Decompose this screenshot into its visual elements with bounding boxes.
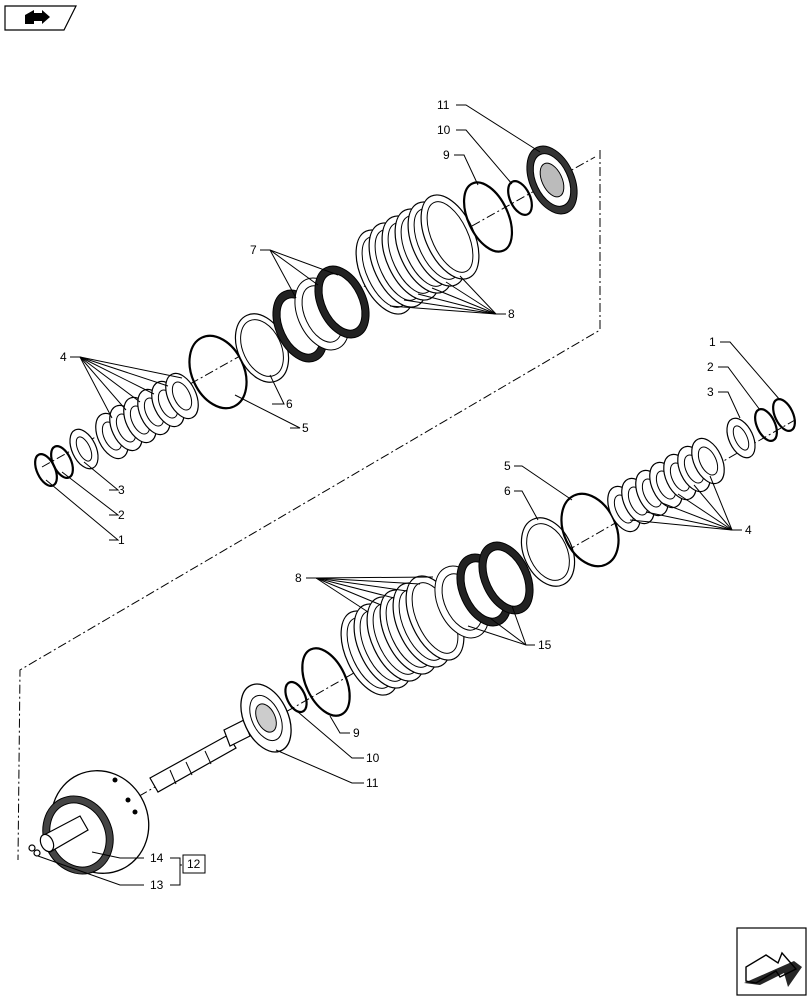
callout-4-upper: 4 bbox=[60, 350, 67, 364]
callout-1-lower: 1 bbox=[709, 335, 716, 349]
callout-1-upper: 1 bbox=[118, 533, 125, 547]
leader-lines bbox=[37, 104, 781, 886]
callout-3-lower: 3 bbox=[707, 385, 714, 399]
callout-11-upper: 11 bbox=[437, 98, 450, 112]
spring-stack-4-lower bbox=[607, 437, 725, 533]
callout-15: 15 bbox=[538, 638, 552, 652]
snap-ring-1-lower bbox=[772, 398, 796, 432]
callout-2-upper: 2 bbox=[118, 508, 125, 522]
o-ring-10-lower bbox=[284, 680, 308, 714]
callout-6-lower: 6 bbox=[504, 484, 511, 498]
callout-6-upper: 6 bbox=[286, 397, 293, 411]
steel-plates-8 bbox=[355, 194, 480, 315]
friction-discs-7 bbox=[272, 265, 370, 363]
callout-3-upper: 3 bbox=[118, 483, 125, 497]
clutch-drum-shaft bbox=[39, 719, 251, 875]
callout-12: 12 bbox=[187, 857, 201, 871]
callout-14: 14 bbox=[150, 851, 164, 865]
callout-2-lower: 2 bbox=[707, 360, 714, 374]
upper-assembly bbox=[34, 145, 578, 487]
steel-plates-8-lower bbox=[340, 575, 465, 696]
callout-9-lower: 9 bbox=[353, 726, 360, 740]
callout-7: 7 bbox=[250, 243, 257, 257]
callout-9-upper: 9 bbox=[443, 148, 450, 162]
callout-5-lower: 5 bbox=[504, 459, 511, 473]
callout-13: 13 bbox=[150, 878, 164, 892]
piston-11 bbox=[526, 145, 578, 215]
plugs-13 bbox=[28, 844, 41, 857]
callout-8-lower: 8 bbox=[295, 571, 302, 585]
spring-stack-4 bbox=[95, 372, 199, 460]
piston-11-lower bbox=[240, 683, 292, 753]
callout-10-upper: 10 bbox=[437, 123, 451, 137]
callout-5-upper: 5 bbox=[302, 421, 309, 435]
book-arrow-icon[interactable] bbox=[4, 4, 78, 32]
callout-10-lower: 10 bbox=[366, 751, 380, 765]
callout-4-lower: 4 bbox=[745, 523, 752, 537]
callout-11-lower: 11 bbox=[366, 776, 379, 790]
friction-discs-15 bbox=[434, 541, 534, 639]
next-page-arrow-icon[interactable] bbox=[736, 927, 808, 997]
o-ring-10 bbox=[507, 180, 533, 216]
o-ring-9-lower bbox=[301, 647, 351, 717]
callout-12-box bbox=[182, 854, 206, 874]
o-ring-9 bbox=[462, 181, 514, 253]
snap-ring-2-lower bbox=[754, 408, 778, 442]
plate-6-lower bbox=[520, 517, 576, 587]
callout-labels: 1 2 3 4 5 6 7 8 9 10 11 1 2 3 4 5 6 8 15… bbox=[60, 98, 752, 892]
callout-8-upper: 8 bbox=[508, 307, 515, 321]
lower-assembly bbox=[28, 398, 796, 875]
